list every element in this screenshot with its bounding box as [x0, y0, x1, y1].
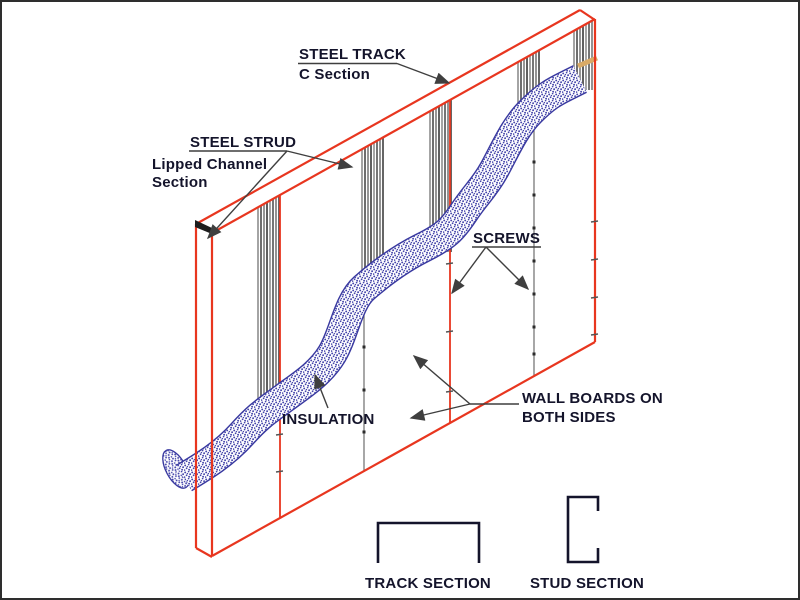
screw-tick — [590, 333, 599, 336]
wall-bottom-edge — [211, 341, 596, 557]
top-right-corner — [579, 9, 596, 21]
leader-wall-boards — [409, 403, 471, 421]
stud-section-label: STUD SECTION — [530, 575, 644, 592]
steel-stud-label2: Lipped Channel — [152, 156, 267, 173]
screw-tick — [590, 258, 599, 261]
leader-screws — [485, 246, 530, 291]
screw-dot — [532, 292, 536, 296]
track-back-top-edge — [195, 9, 581, 225]
track-front-top-edge — [211, 18, 596, 234]
screw-tick — [275, 433, 284, 436]
top-left-track-cap — [195, 220, 212, 234]
wall-outline — [194, 9, 597, 558]
insulation-batt — [162, 55, 598, 492]
steel-track-label2: C Section — [299, 66, 370, 83]
leader-steel-stud — [286, 150, 354, 170]
leader-screws — [451, 246, 487, 295]
insulation-label: INSULATION — [282, 411, 375, 428]
screw-dots — [362, 160, 536, 434]
screw-tick — [275, 470, 284, 473]
track-section-label: TRACK SECTION — [365, 575, 491, 592]
insulation-band-texture — [176, 66, 587, 491]
screw-tick — [590, 220, 599, 223]
screw-dot — [362, 345, 366, 349]
steel-stud — [257, 195, 280, 406]
leader-steel-stud — [207, 150, 288, 240]
section-symbols: TRACK SECTION STUD SECTION — [365, 495, 644, 592]
screw-dot — [532, 259, 536, 263]
screw-dot — [532, 160, 536, 164]
screw-tick — [445, 330, 454, 333]
steel-stud-label3: Section — [152, 174, 208, 191]
screw-dot — [362, 388, 366, 392]
screw-dot — [532, 226, 536, 230]
screw-tick — [590, 296, 599, 299]
wall-boards-label: WALL BOARDS ON — [522, 390, 663, 407]
screw-tick — [445, 390, 454, 393]
insulation-top-edge — [577, 55, 598, 69]
steel-stud-label: STEEL STRUD — [190, 134, 296, 151]
screws-label: SCREWS — [473, 230, 540, 247]
bottom-left-corner — [195, 547, 213, 558]
leader-steel-track — [396, 62, 451, 84]
wall-boards-label2: BOTH SIDES — [522, 409, 616, 426]
leader-insulation — [314, 373, 329, 409]
screw-dot — [532, 352, 536, 356]
screw-dot — [362, 430, 366, 434]
track-section-symbol — [376, 521, 481, 563]
stud-section-symbol — [566, 495, 600, 564]
annotations: STEEL TRACK C Section STEEL STRUD Lipped… — [152, 46, 663, 428]
screw-ticks — [275, 220, 599, 473]
screw-dot — [532, 325, 536, 329]
screw-tick — [445, 262, 454, 265]
steel-track-label: STEEL TRACK — [299, 46, 406, 63]
leader-wall-boards — [412, 355, 471, 405]
screw-dot — [532, 193, 536, 197]
